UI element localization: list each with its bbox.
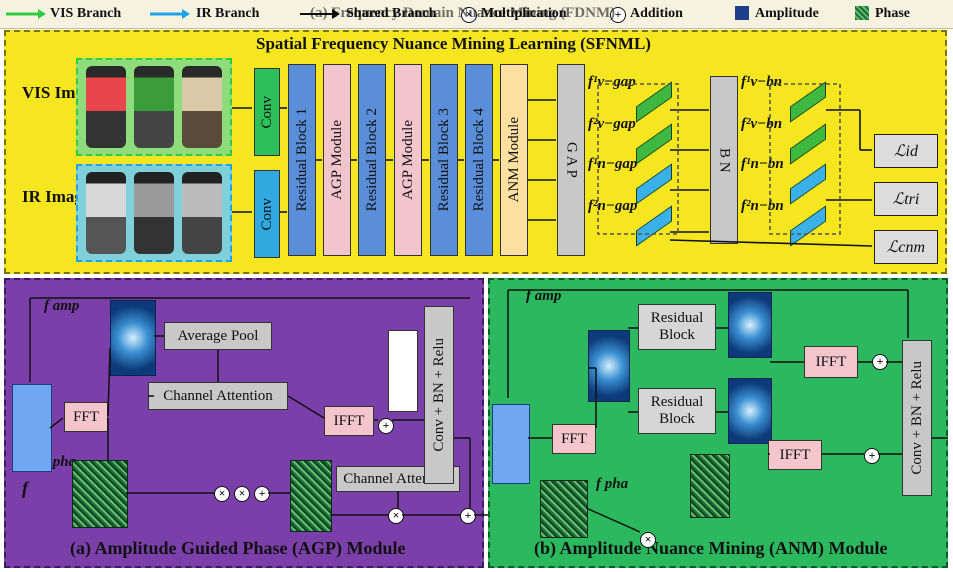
- agp-ifft-block: IFFT: [324, 406, 374, 436]
- residual-block-4: Residual Block 4: [465, 64, 493, 256]
- legend-ir-branch: IR Branch: [196, 6, 260, 21]
- vis-person-image: [134, 66, 174, 148]
- multiply-op-icon: ×: [214, 486, 230, 502]
- vis-person-image: [182, 66, 222, 148]
- phase-swatch-icon: [855, 6, 869, 20]
- loss-tri: ℒtri: [874, 182, 938, 216]
- agp-conv-bn-relu: Conv + BN + Relu: [424, 306, 454, 484]
- anm-module: ANM Module: [500, 64, 528, 256]
- agp-arrows: [29, 297, 488, 516]
- anm-amplitude-spectrum: [588, 330, 630, 402]
- agp-input-feature: [12, 384, 52, 472]
- agp-f-amp-label: f amp: [44, 298, 80, 314]
- sfnml-arrows: [232, 83, 873, 247]
- residual-block-3: Residual Block 3: [430, 64, 458, 256]
- bn-block: B N: [710, 76, 738, 244]
- agp-attention-stack: [388, 330, 418, 412]
- residual-block-2: Residual Block 2: [358, 64, 386, 256]
- legend-multiplication: Multiplication: [481, 6, 567, 21]
- anm-title: (b) Amplitude Nuance Mining (ANM) Module: [534, 538, 888, 558]
- ir-person-image: [86, 172, 126, 254]
- agp-module-2: AGP Module: [394, 64, 422, 256]
- residual-block-1: Residual Block 1: [288, 64, 316, 256]
- legend-amplitude: Amplitude: [755, 6, 819, 21]
- legend-phase: Phase: [875, 6, 910, 21]
- add-op-icon: +: [378, 418, 394, 434]
- agp-fft-block: FFT: [64, 402, 108, 432]
- anm-residual-block-2: Residual Block: [638, 388, 716, 434]
- anm-arrows: [507, 289, 948, 533]
- gap-block: G A P: [557, 64, 585, 256]
- vis-image-group: [76, 58, 232, 156]
- anm-ifft-block-2: IFFT: [768, 440, 822, 470]
- amplitude-swatch-icon: [735, 6, 749, 20]
- feature-f-v-bn-1: f¹v−bn: [741, 74, 783, 90]
- add-op-icon: +: [864, 448, 880, 464]
- agp-module-1: AGP Module: [323, 64, 351, 256]
- addition-icon: +: [610, 7, 626, 23]
- agp-average-pool: Average Pool: [164, 322, 272, 350]
- ir-branch-arrow-icon: [150, 9, 190, 19]
- agp-f-label: f: [22, 478, 28, 498]
- legend-shared-branch: Shared Branch: [346, 6, 437, 21]
- feature-f-n-bn-1: f¹n−bn: [741, 156, 784, 172]
- add-op-icon: +: [460, 508, 476, 524]
- agp-f-pha-label: f pha: [44, 454, 77, 470]
- feature-f-n-gap-1: f¹n−gap: [588, 156, 638, 172]
- feature-f-v-gap-2: f²v−gap: [588, 116, 636, 132]
- shared-branch-arrow-icon: [300, 9, 340, 19]
- multiply-op-icon: ×: [234, 486, 250, 502]
- anm-conv-bn-relu: Conv + BN + Relu: [902, 340, 932, 496]
- agp-phase-output: [290, 460, 332, 532]
- multiply-op-icon: ×: [640, 532, 656, 548]
- vis-person-image: [86, 66, 126, 148]
- legend-addition: Addition: [630, 6, 683, 21]
- legend-vis-branch: VIS Branch: [50, 6, 122, 21]
- agp-amplitude-spectrum: [110, 300, 156, 376]
- feature-f-n-bn-2: f²n−bn: [741, 198, 784, 214]
- anm-fft-block: FFT: [552, 424, 596, 454]
- anm-phase-spectrum: [540, 480, 588, 538]
- feature-f-v-gap-1: f¹v−gap: [588, 74, 636, 90]
- anm-phase-output: [690, 454, 730, 518]
- ir-person-image: [182, 172, 222, 254]
- conv-ir-block: Conv: [254, 170, 280, 258]
- sfnml-title: Spatial Frequency Nuance Mining Learning…: [256, 34, 651, 53]
- anm-residual-block-1: Residual Block: [638, 304, 716, 350]
- agp-phase-spectrum: [72, 460, 128, 528]
- overlay-title: (a) Frequency Domain Nuance Mining (FDNM…: [310, 5, 616, 21]
- agp-title: (a) Amplitude Guided Phase (AGP) Module: [70, 538, 406, 558]
- anm-input-feature: [492, 404, 530, 484]
- legend-bar: VIS Branch IR Branch Shared Branch × Mul…: [0, 0, 953, 29]
- anm-amplitude-out-1: [728, 292, 772, 358]
- feature-f-v-bn-2: f²v−bn: [741, 116, 783, 132]
- loss-id: ℒid: [874, 134, 938, 168]
- conv-vis-block: Conv: [254, 68, 280, 156]
- feature-f-n-gap-2: f²n−gap: [588, 198, 638, 214]
- ir-person-image: [134, 172, 174, 254]
- anm-f-amp-label: f amp: [526, 288, 562, 304]
- multiply-op-icon: ×: [388, 508, 404, 524]
- anm-ifft-block-1: IFFT: [804, 346, 858, 378]
- anm-amplitude-out-2: [728, 378, 772, 444]
- add-op-icon: +: [254, 486, 270, 502]
- loss-cnm: ℒcnm: [874, 230, 938, 264]
- vis-branch-arrow-icon: [6, 9, 46, 19]
- multiplication-icon: ×: [461, 7, 477, 23]
- ir-image-group: [76, 164, 232, 262]
- anm-f-pha-label: f pha: [596, 476, 629, 492]
- agp-channel-attention: Channel Attention: [148, 382, 288, 410]
